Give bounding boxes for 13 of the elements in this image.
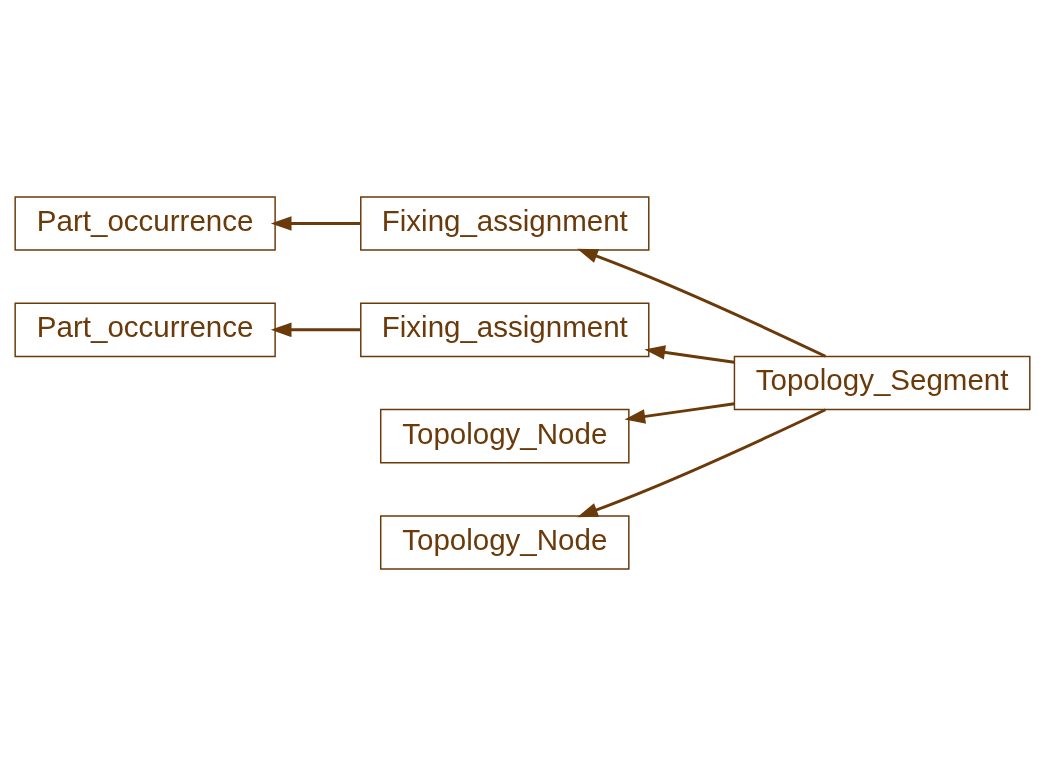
node-box: Part_occurrence xyxy=(14,302,276,358)
node-box: Topology_Segment xyxy=(733,355,1031,411)
node-box: Part_occurrence xyxy=(14,196,276,251)
arrow xyxy=(270,216,361,231)
arrow xyxy=(270,322,361,338)
arrow xyxy=(577,408,827,518)
node-box: Topology_Node xyxy=(380,408,630,464)
node-box: Fixing_assignment xyxy=(360,302,650,358)
node-box: Fixing_assignment xyxy=(360,196,650,251)
arrow xyxy=(577,248,827,358)
arrow xyxy=(624,402,735,424)
arrow xyxy=(644,345,735,364)
node-box: Topology_Node xyxy=(380,515,630,570)
